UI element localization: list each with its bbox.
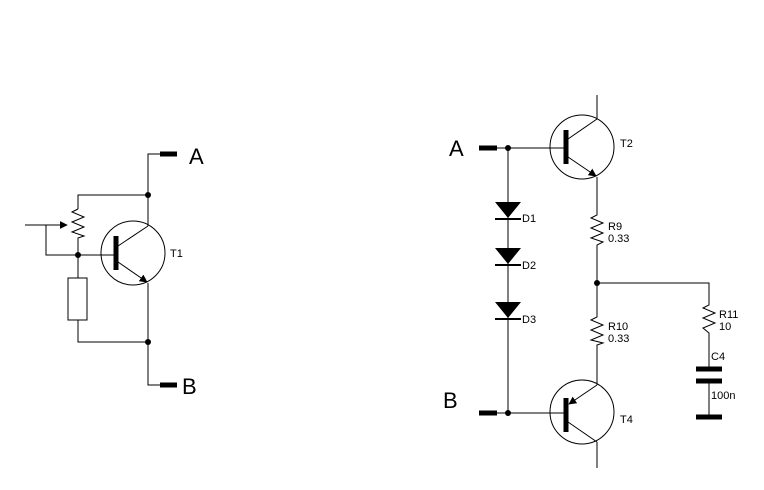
diode-label: D3: [522, 314, 536, 326]
terminal-a-right: A: [449, 136, 497, 161]
transistor-t2: T2: [549, 95, 633, 180]
transistor-label: T4: [620, 414, 633, 426]
junction-dot: [505, 145, 511, 151]
diode-d2: D2: [495, 248, 536, 272]
diode-label: D2: [522, 260, 536, 272]
terminal-b-label: B: [443, 388, 458, 413]
right-circuit: A B D1 D2 D3: [443, 95, 738, 468]
diode-d3: D3: [495, 302, 536, 326]
terminal-b-right: B: [443, 388, 497, 416]
transistor-label: T2: [620, 138, 633, 150]
transistor-t1: T1: [100, 220, 183, 286]
terminal-a-left: A: [147, 144, 204, 226]
r9-value: 0.33: [608, 233, 629, 245]
transistor-t4: T4: [549, 379, 633, 468]
junction-dot: [505, 410, 511, 416]
capacitor-c4: C4 100n: [696, 351, 735, 420]
r10-label: R10: [608, 321, 628, 333]
junction-dot: [75, 252, 81, 258]
r10-value: 0.33: [608, 333, 629, 345]
r11-label: R11: [719, 309, 738, 321]
terminal-b-left: B: [147, 283, 197, 399]
r11-value: 10: [719, 321, 731, 333]
diode-label: D1: [522, 213, 536, 225]
wire: [77, 320, 148, 343]
r11-resistor: [597, 282, 717, 369]
wire: [77, 194, 148, 209]
wire: [45, 225, 114, 256]
terminal-a-label: A: [189, 144, 204, 169]
left-circuit: A B T1: [25, 144, 204, 399]
junction-dot: [145, 192, 151, 198]
c4-value: 100n: [711, 390, 735, 402]
terminal-a-label: A: [449, 136, 464, 161]
terminal-b-label: B: [182, 374, 197, 399]
potentiometer: [70, 208, 86, 255]
transistor-label: T1: [170, 248, 183, 260]
c4-label: C4: [711, 351, 725, 363]
r9-label: R9: [608, 221, 622, 233]
resistor: [67, 277, 88, 321]
junction-dot: [145, 339, 151, 345]
diode-d1: D1: [495, 202, 536, 225]
